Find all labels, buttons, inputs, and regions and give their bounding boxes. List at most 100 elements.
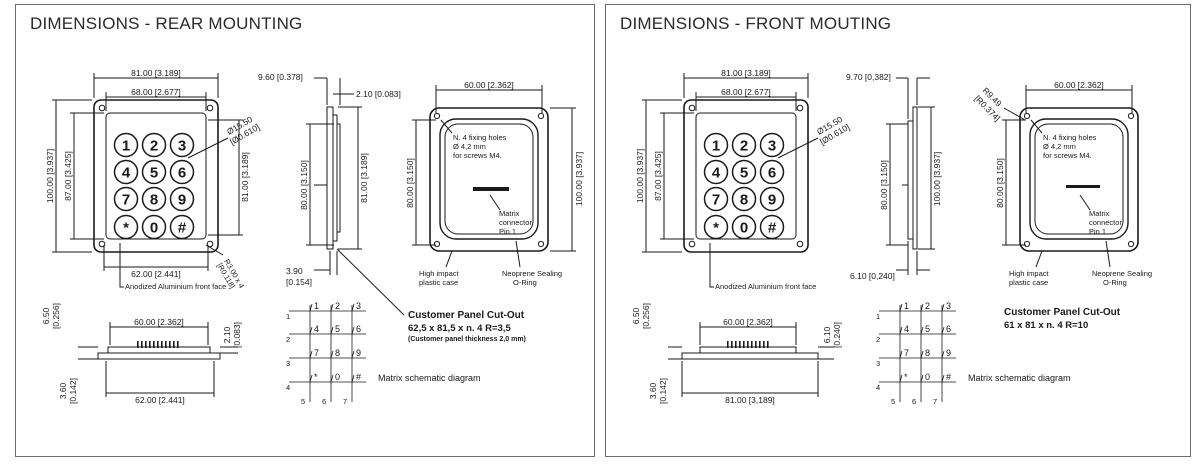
rear-dim-height: 80.00 [3.150] [405, 158, 415, 208]
key-label: 6 [768, 165, 776, 182]
matrix-key: 9 [946, 348, 951, 358]
bottom-dim-base: 3.60 [648, 382, 658, 399]
cutout-title: Customer Panel Cut-Out [1004, 307, 1121, 318]
side-dim-h80: 80.00 [3.150] [299, 160, 309, 210]
matrix-key: 8 [335, 348, 340, 358]
key-label: 7 [712, 192, 720, 209]
side-dim-top: 9.60 [0.378] [258, 72, 303, 82]
connector-pins [137, 187, 509, 348]
rear-dim-width: 60.00 [2.362] [464, 80, 514, 90]
matrix-note-line2: connector [1089, 218, 1122, 227]
matrix-key: 4 [314, 324, 319, 334]
bottom-dim-height: 6.50 [41, 307, 51, 324]
matrix-connector [473, 187, 509, 191]
matrix-key: 5 [335, 324, 340, 334]
matrix-key: 0 [335, 372, 340, 382]
matrix-col-label: 6 [912, 397, 916, 406]
matrix-row-label: 1 [286, 312, 290, 321]
key-label: 0 [150, 220, 158, 237]
matrix-row-label: 2 [286, 335, 290, 344]
dim-keyblock-height: 81.00 [3.189] [240, 152, 250, 202]
key-label: # [768, 220, 777, 237]
side-dim-thickness: 2.10 [0.083] [356, 89, 401, 99]
matrix-row-label: 1 [876, 312, 880, 321]
key-label: 6 [178, 165, 186, 182]
key-label: 7 [122, 192, 130, 209]
matrix-key: 1 [904, 301, 909, 311]
matrix-label: Matrix schematic diagram [378, 373, 481, 383]
bottom-dim-width2: 62.00 [2.441] [135, 395, 185, 405]
key-label: 3 [768, 138, 776, 155]
key-label: 4 [122, 165, 131, 182]
dim-width-inner: 68.00 [2.677] [131, 87, 181, 97]
cutout-note: (Customer panel thickness 2,0 mm) [408, 336, 526, 343]
dim-width-outer: 81.00 [3.189] [131, 68, 181, 78]
matrix-key: 3 [946, 301, 951, 311]
matrix-schematic [289, 303, 366, 402]
matrix-key: 7 [904, 348, 909, 358]
matrix-col-label: 7 [343, 397, 347, 406]
key-label: 5 [150, 165, 158, 182]
matrix-key: 9 [356, 348, 361, 358]
bottom-dim-width: 60.00 [2.362] [723, 317, 773, 327]
seal-note-line2: O-Ring [1103, 278, 1127, 287]
dim-height-outer: 100.00 [3.937] [635, 149, 645, 203]
seal-note-line1: Neoprene Sealing [1092, 269, 1152, 278]
key-label: 1 [712, 138, 720, 155]
bottom-dim-height: 6.50 [631, 307, 641, 324]
matrix-col-label: 5 [301, 397, 305, 406]
matrix-key: 6 [356, 324, 361, 334]
face-note: Anodized Aluminium front face [125, 282, 226, 291]
holes-note-line1: N. 4 fixing holes [453, 133, 507, 142]
matrix-key: 1 [314, 301, 319, 311]
face-note: Anodized Aluminium front face [715, 282, 816, 291]
matrix-col-label: 6 [322, 397, 326, 406]
matrix-col-label: 7 [933, 397, 937, 406]
front-mounting-panel: DIMENSIONS - FRONT MOUTING [605, 4, 1191, 457]
case-note-line1: High impact [1009, 269, 1050, 278]
holes-note-line3: for screws M4. [453, 151, 502, 160]
matrix-row-label: 3 [286, 359, 290, 368]
matrix-note-line1: Matrix [499, 209, 520, 218]
key-label: 9 [768, 192, 776, 209]
seal-note-line2: O-Ring [513, 278, 537, 287]
rear-dim-height: 80.00 [3.150] [995, 158, 1005, 208]
bottom-dim-thickness: 6.10 [822, 326, 832, 343]
rear-mounting-panel: DIMENSIONS - REAR MOUNTING [15, 4, 595, 457]
key-label: 5 [740, 165, 748, 182]
holes-note-line2: Ø 4,2 mm [453, 142, 486, 151]
dim-width-inner: 68.00 [2.677] [721, 87, 771, 97]
matrix-note-line1: Matrix [1089, 209, 1110, 218]
panel-title: DIMENSIONS - REAR MOUNTING [30, 14, 303, 33]
matrix-row-label: 4 [286, 383, 290, 392]
holes-note-line1: N. 4 fixing holes [1043, 133, 1097, 142]
rear-dim-height-outer: 100.00 [3.937] [574, 152, 584, 206]
matrix-key: 6 [946, 324, 951, 334]
matrix-row-label: 2 [876, 335, 880, 344]
side-dim-h81: 81.00 [3.189] [359, 153, 369, 203]
keypad-keys: 1 2 3 4 5 6 7 8 9 * 0 # [703, 132, 785, 240]
panel-title: DIMENSIONS - FRONT MOUTING [620, 14, 892, 33]
key-label: 2 [150, 138, 158, 155]
matrix-key: 2 [925, 301, 930, 311]
key-label: 9 [178, 192, 186, 209]
key-label: 3 [178, 138, 186, 155]
bottom-dim-thickness: 2.10 [222, 326, 232, 343]
rear-mounting-drawing: 1 2 3 4 5 6 7 8 9 * 0 # 81.00 [3.189] 68… [41, 68, 584, 406]
matrix-note-line2: connector [499, 218, 532, 227]
matrix-key: # [356, 372, 361, 382]
side-dim-h80: 80.00 [3.150] [879, 160, 889, 210]
key-label: 0 [740, 220, 748, 237]
matrix-key: * [904, 372, 908, 382]
side-dim-top: 9.70 [0,382] [846, 72, 891, 82]
key-label: * [123, 220, 129, 237]
bottom-dim-base-in: [0.142] [68, 378, 78, 404]
key-label: 2 [740, 138, 748, 155]
matrix-schematic [879, 303, 956, 402]
matrix-note-line3: Pin 1 [1089, 227, 1106, 236]
side-dim-bottom: 6.10 [0,240] [850, 271, 895, 281]
holes-note-line2: Ø 4,2 mm [1043, 142, 1076, 151]
bottom-dim-thickness-in: [0.240] [832, 322, 842, 348]
key-label: 8 [740, 192, 748, 209]
cutout-title: Customer Panel Cut-Out [408, 310, 525, 321]
